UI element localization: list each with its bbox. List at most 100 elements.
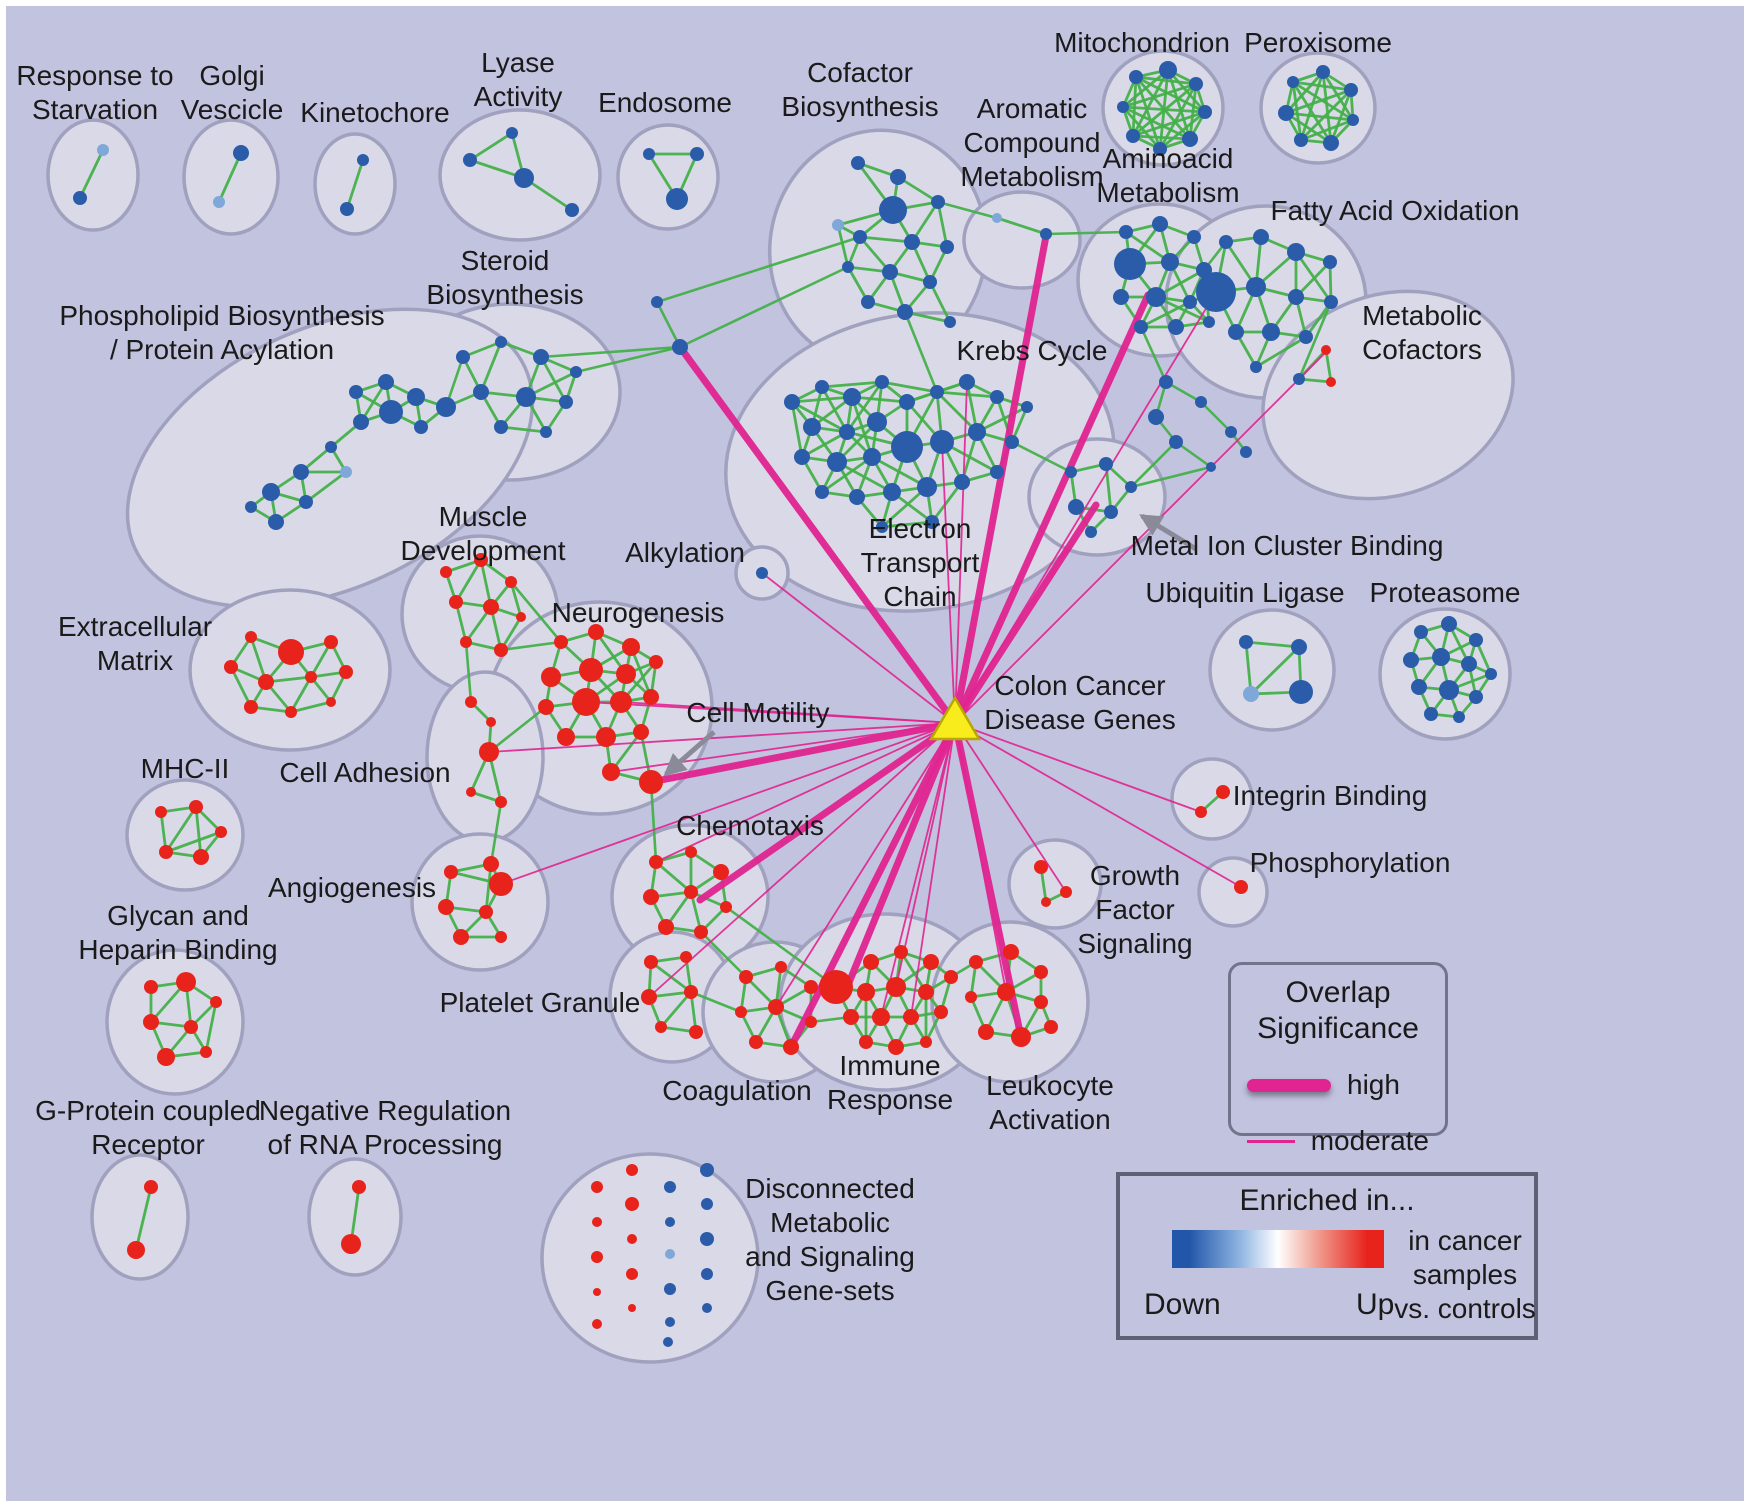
gene-set-node <box>486 717 496 727</box>
gene-set-node <box>407 388 425 406</box>
gene-set-node <box>1182 131 1198 147</box>
gene-set-node <box>768 999 784 1015</box>
cluster-label-ubiquitin-ligase-line1: Ubiquitin Ligase <box>1145 577 1344 608</box>
overlap-edge-moderate <box>655 722 956 863</box>
gene-set-edge <box>500 425 547 434</box>
gene-set-node <box>968 423 986 441</box>
gene-set-node <box>449 595 463 609</box>
inter-cluster-edge <box>575 345 681 374</box>
gene-set-node <box>1005 435 1019 449</box>
gene-set-edge <box>1140 300 1191 329</box>
gene-set-node <box>735 1006 747 1018</box>
gene-set-node <box>665 1317 675 1327</box>
gene-set-node <box>326 697 336 707</box>
gene-set-node <box>593 1288 601 1296</box>
cluster-label-cell-motility-line1: Cell Motility <box>686 697 829 728</box>
gene-set-node <box>665 1217 675 1227</box>
gene-set-node <box>622 638 640 656</box>
gene-set-node <box>1161 253 1179 271</box>
inter-cluster-edge <box>1011 440 1072 474</box>
overlap-edge-moderate <box>941 441 956 724</box>
gene-set-node <box>379 400 403 424</box>
overlap-edge-high <box>676 343 959 727</box>
gene-set-node <box>143 1014 159 1030</box>
gene-set-node <box>465 696 477 708</box>
gene-set-node <box>739 970 753 984</box>
cluster-label-leukocyte-activation-line2: Activation <box>989 1104 1110 1135</box>
gene-set-node <box>495 336 507 348</box>
gene-set-node <box>1129 70 1143 84</box>
gene-set-edge <box>655 860 692 894</box>
cluster-label-negative-regulation-rna-line1: Negative Regulation <box>259 1095 511 1126</box>
gene-set-node <box>815 485 829 499</box>
gene-set-node <box>210 996 222 1008</box>
gene-set-node <box>1159 61 1177 79</box>
gene-set-edge <box>1122 105 1191 141</box>
gene-set-node <box>97 144 109 156</box>
hub-label-line1: Colon Cancer <box>994 670 1165 701</box>
gene-set-node <box>1113 289 1129 305</box>
gene-set-node <box>1159 375 1173 389</box>
gene-set-edge <box>821 380 883 389</box>
gene-set-node <box>894 945 908 959</box>
moderate-significance-label: moderate <box>1310 1125 1429 1156</box>
gene-set-node <box>702 1303 712 1313</box>
gene-set-node <box>843 1009 859 1025</box>
overlap-edge-high <box>951 232 1050 727</box>
gene-set-node <box>268 514 284 530</box>
gene-set-node <box>665 1249 675 1259</box>
gene-set-node <box>341 1234 361 1254</box>
gene-set-node <box>1134 320 1148 334</box>
gene-set-node <box>565 203 579 217</box>
gene-set-node <box>494 420 508 434</box>
gene-set-node <box>444 865 458 879</box>
gene-set-node <box>978 1024 994 1040</box>
hub-label-line2: Disease Genes <box>984 704 1175 735</box>
gene-set-edge <box>1284 71 1325 114</box>
gene-set-node <box>495 796 507 808</box>
cluster-label-aminoacid-metabolism-line1: Aminoacid <box>1103 143 1234 174</box>
overlap-edge-moderate <box>954 722 1067 893</box>
gene-set-edge <box>1121 106 1162 150</box>
overlap-edge-moderate <box>761 572 956 724</box>
gene-set-node <box>127 1241 145 1259</box>
gene-set-node <box>325 441 337 453</box>
gene-set-node <box>1287 243 1305 261</box>
overlap-edge-high <box>787 719 959 1051</box>
overlap-edge-high <box>842 719 959 994</box>
overlap-edge-moderate <box>954 722 1202 813</box>
gene-set-node <box>1240 446 1252 458</box>
gene-set-edge <box>539 356 568 403</box>
gene-set-node <box>897 304 913 320</box>
gene-set-node <box>262 483 280 501</box>
gene-set-edge <box>305 470 347 504</box>
gene-set-node <box>596 727 616 747</box>
gene-set-node <box>918 984 934 1000</box>
gene-set-node <box>278 639 304 665</box>
gene-set-node <box>1321 345 1331 355</box>
gene-set-edge <box>1304 301 1333 338</box>
gene-set-node <box>904 234 920 250</box>
gene-set-edge <box>859 235 913 244</box>
gene-set-node <box>784 394 800 410</box>
inter-cluster-edge <box>700 931 747 978</box>
cluster-label-growth-factor-signaling-line2: Factor <box>1095 894 1174 925</box>
gene-set-node <box>1461 656 1477 672</box>
gene-set-edge <box>1244 641 1253 695</box>
up-regulated-label: Up <box>1356 1288 1395 1321</box>
gene-set-edge <box>1285 111 1354 122</box>
cluster-label-golgi-vescicle-line1: Golgi <box>199 60 264 91</box>
gene-set-node <box>690 147 704 161</box>
overlap-significance-legend: Overlap Significance high moderate <box>1228 962 1448 1156</box>
gene-set-node <box>931 195 945 209</box>
enrichment-note-line1: in cancer <box>1408 1225 1522 1256</box>
gene-set-node <box>934 1005 948 1019</box>
gene-set-node <box>888 1039 904 1055</box>
inter-cluster-edge <box>655 301 682 348</box>
gene-set-node <box>1323 135 1339 151</box>
gene-set-node <box>849 489 865 505</box>
moderate-significance-line-sample <box>1247 1139 1295 1143</box>
gene-set-node <box>554 635 568 649</box>
gene-set-node <box>992 213 1002 223</box>
cluster-label-coagulation-line1: Coagulation <box>662 1075 811 1106</box>
